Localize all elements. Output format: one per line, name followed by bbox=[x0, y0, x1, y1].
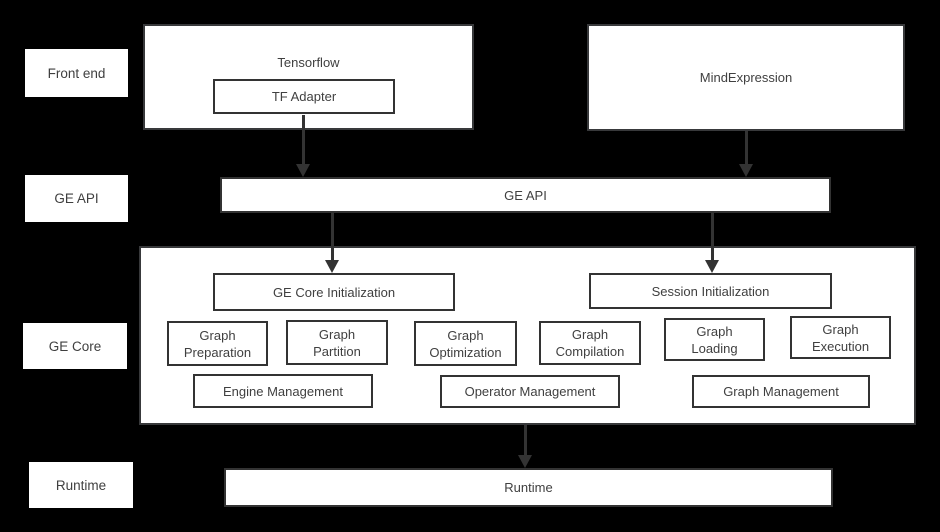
row-label-front-end: Front end bbox=[25, 49, 128, 97]
stage-label-line: Partition bbox=[313, 343, 361, 359]
stage-label-line: Compilation bbox=[555, 344, 625, 359]
row-label-ge-api: GE API bbox=[25, 175, 128, 222]
graph-preparation-box: Graph Preparation bbox=[167, 321, 268, 366]
stage-label-line: Optimization bbox=[429, 344, 502, 360]
arrow-mind-expression-to-ge-api-icon bbox=[739, 131, 753, 177]
engine-management-box: Engine Management bbox=[193, 374, 373, 408]
graph-optimization-box: Graph Optimization bbox=[414, 321, 517, 366]
mind-expression-box: MindExpression bbox=[587, 24, 905, 131]
stage-label-line: Preparation bbox=[183, 344, 252, 360]
row-label-runtime: Runtime bbox=[29, 462, 133, 508]
stage-label-line: Graph bbox=[447, 327, 484, 343]
tensorflow-title: Tensorflow bbox=[277, 55, 340, 70]
graph-execution-box: Graph Execution bbox=[790, 316, 891, 359]
row-label-ge-core: GE Core bbox=[23, 323, 127, 369]
stage-label-line: Graph bbox=[318, 326, 356, 342]
session-initialization-box: Session Initialization bbox=[589, 273, 832, 309]
stage-label-line: Graph bbox=[822, 321, 859, 337]
graph-compilation-box: Graph Compilation bbox=[539, 321, 641, 365]
graph-partition-box: Graph Partition bbox=[286, 320, 388, 365]
ge-core-initialization-box: GE Core Initialization bbox=[213, 273, 455, 311]
arrow-ge-api-to-ge-core-initialization-icon bbox=[325, 213, 339, 273]
arrow-ge-core-to-runtime-icon bbox=[518, 425, 532, 468]
stage-label-line: Loading bbox=[691, 340, 738, 356]
graph-loading-box: Graph Loading bbox=[664, 318, 765, 361]
graph-management-box: Graph Management bbox=[692, 375, 870, 408]
stage-label-line: Execution bbox=[811, 338, 870, 354]
stage-label-line: Graph bbox=[571, 327, 609, 342]
tf-adapter-box: TF Adapter bbox=[213, 79, 395, 114]
runtime-bar: Runtime bbox=[224, 468, 833, 507]
arrow-ge-api-to-session-initialization-icon bbox=[705, 213, 719, 273]
operator-management-box: Operator Management bbox=[440, 375, 620, 408]
stage-label-line: Graph bbox=[199, 327, 236, 343]
stage-label-line: Graph bbox=[696, 323, 733, 339]
ge-api-bar: GE API bbox=[220, 177, 831, 213]
arrow-tf-adapter-to-ge-api-icon bbox=[296, 115, 310, 177]
